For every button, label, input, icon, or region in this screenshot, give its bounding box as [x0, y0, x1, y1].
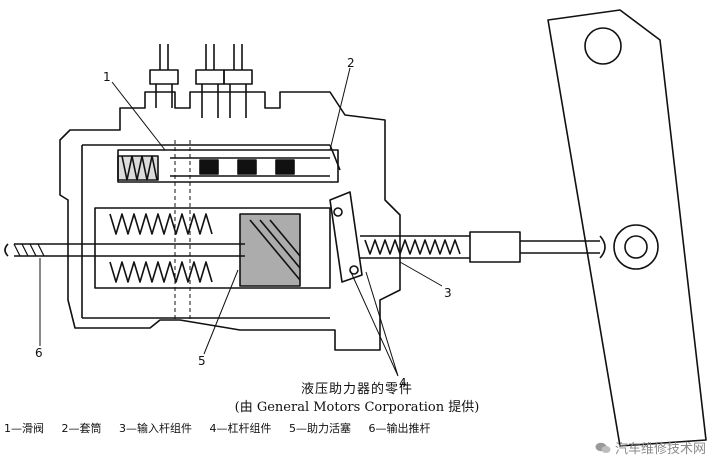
- figure-caption-subtitle: (由 General Motors Corporation 提供): [234, 400, 480, 415]
- housing-inner-wall: [81, 144, 341, 319]
- callout-2: 2: [347, 56, 355, 70]
- inlet-tubes: [149, 44, 253, 118]
- figure-caption-title: 液压助力器的零件: [300, 382, 413, 397]
- watermark: 汽车维修技术网: [595, 438, 706, 457]
- legend-item: 5—助力活塞: [289, 422, 351, 435]
- wechat-icon: [595, 442, 611, 453]
- spool-valve: [117, 149, 339, 183]
- legend-item: 2—套筒: [61, 422, 102, 435]
- booster-housing: [59, 91, 401, 351]
- legend-item: 3—输入杆组件: [119, 422, 192, 435]
- legend-item: 6—输出推杆: [368, 422, 431, 435]
- callout-5: 5: [198, 354, 206, 368]
- brake-pedal-arm: [547, 9, 707, 447]
- output-push-rod: [4, 243, 245, 257]
- callout-6: 6: [35, 346, 43, 360]
- leader-lines: [39, 67, 443, 377]
- power-piston: [94, 207, 331, 289]
- callout-3: 3: [444, 286, 452, 300]
- legend-item: 4—杠杆组件: [209, 422, 272, 435]
- parts-legend: 1—滑阀 2—套筒 3—输入杆组件 4—杠杆组件 5—助力活塞 6—输出推杆: [4, 420, 445, 436]
- watermark-text: 汽车维修技术网: [614, 442, 706, 457]
- centre-lines: [174, 140, 191, 320]
- input-rod-assembly: [360, 224, 659, 270]
- legend-item: 1—滑阀: [4, 422, 44, 435]
- lever-assembly: [329, 191, 363, 283]
- callout-4: 4: [399, 376, 407, 390]
- callout-1: 1: [103, 70, 111, 84]
